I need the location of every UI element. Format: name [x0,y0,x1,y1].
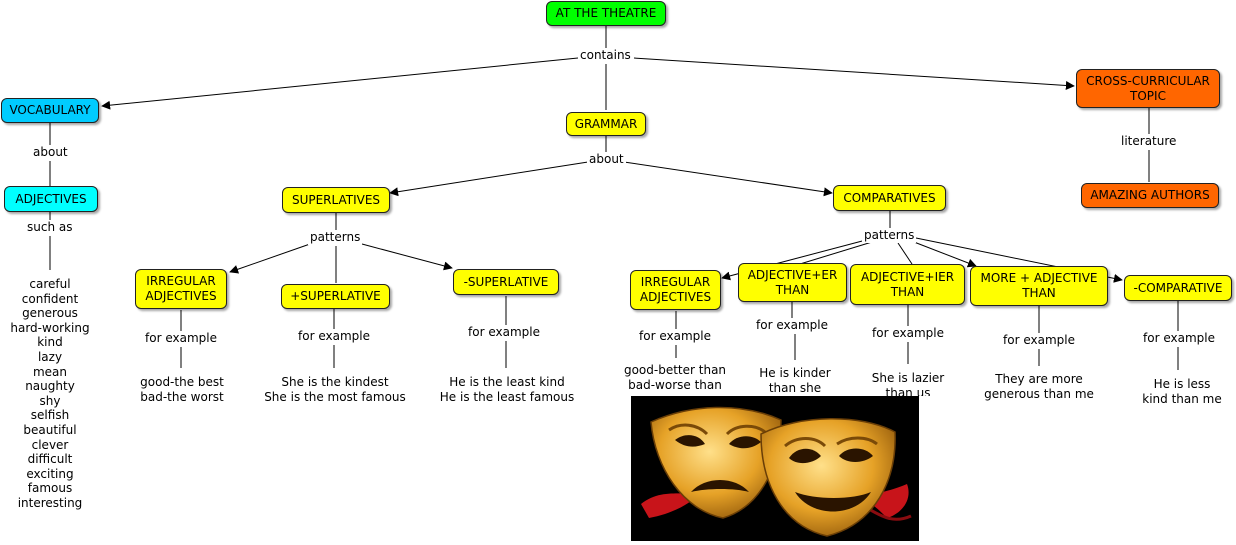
comp-minus-node[interactable]: -COMPARATIVE [1124,275,1232,301]
example-comp-ier: She is lazier than us [857,371,959,396]
cross-curricular-node[interactable]: CROSS-CURRICULAR TOPIC [1076,69,1220,108]
example-comp-irregular: good-better than bad-worse than [618,363,732,393]
root-node[interactable]: AT THE THEATRE [546,1,666,26]
comparatives-node[interactable]: COMPARATIVES [833,185,946,211]
sup-plus-node[interactable]: +SUPERLATIVE [281,284,390,309]
example-sup-minus: He is the least kind He is the least fam… [434,375,580,405]
label-fe-sup-plus: for example [296,329,372,344]
sup-minus-node[interactable]: -SUPERLATIVE [453,269,559,295]
label-grammar-about: about [587,152,626,167]
label-fe-sup-irregular: for example [143,331,219,346]
link-about-comparatives [623,161,833,197]
example-sup-plus: She is the kindest She is the most famou… [258,375,412,405]
adjectives-node[interactable]: ADJECTIVES [4,186,98,212]
label-fe-comp-more: for example [1001,333,1077,348]
link-patterns-comp-more [913,241,977,268]
superlatives-node[interactable]: SUPERLATIVES [282,187,390,213]
theatre-masks-image [631,396,919,541]
label-literature: literature [1119,134,1179,149]
comp-irregular-node[interactable]: IRREGULAR ADJECTIVES [630,270,721,310]
link-patterns-sup-irregular [229,243,311,274]
example-comp-minus: He is less kind than me [1136,377,1228,407]
comp-more-node[interactable]: MORE + ADJECTIVE THAN [970,266,1108,306]
grammar-node[interactable]: GRAMMAR [566,112,646,136]
label-contains: contains [578,48,633,63]
vocabulary-node[interactable]: VOCABULARY [1,98,99,123]
example-sup-irregular: good-the best bad-the worst [126,375,238,405]
link-contains-cross [633,57,1075,90]
comp-er-node[interactable]: ADJECTIVE+ER THAN [738,263,847,302]
comp-ier-node[interactable]: ADJECTIVE+IER THAN [850,264,965,305]
sup-irregular-node[interactable]: IRREGULAR ADJECTIVES [135,269,227,309]
label-fe-comp-irregular: for example [637,329,713,344]
label-such-as: such as [25,220,75,235]
link-patterns-comp-ier [897,242,913,265]
link-patterns-comp-er [799,241,873,265]
label-fe-comp-minus: for example [1141,331,1217,346]
theatre-masks-icon [641,406,912,537]
adjective-list: careful confident generous hard-working … [6,277,94,511]
label-sup-patterns: patterns [308,230,363,245]
label-fe-comp-er: for example [754,318,830,333]
example-comp-er: He is kinder than she [745,366,845,396]
link-patterns-sup-minus [361,243,453,271]
link-contains-vocabulary [101,57,579,110]
label-comp-patterns: patterns [862,228,917,243]
amazing-authors-node[interactable]: AMAZING AUTHORS [1081,183,1219,208]
label-fe-comp-ier: for example [870,326,946,341]
example-comp-more: They are more generous than me [978,372,1100,402]
label-fe-sup-minus: for example [466,325,542,340]
label-vocab-about: about [31,145,70,160]
link-about-superlatives [389,161,589,197]
